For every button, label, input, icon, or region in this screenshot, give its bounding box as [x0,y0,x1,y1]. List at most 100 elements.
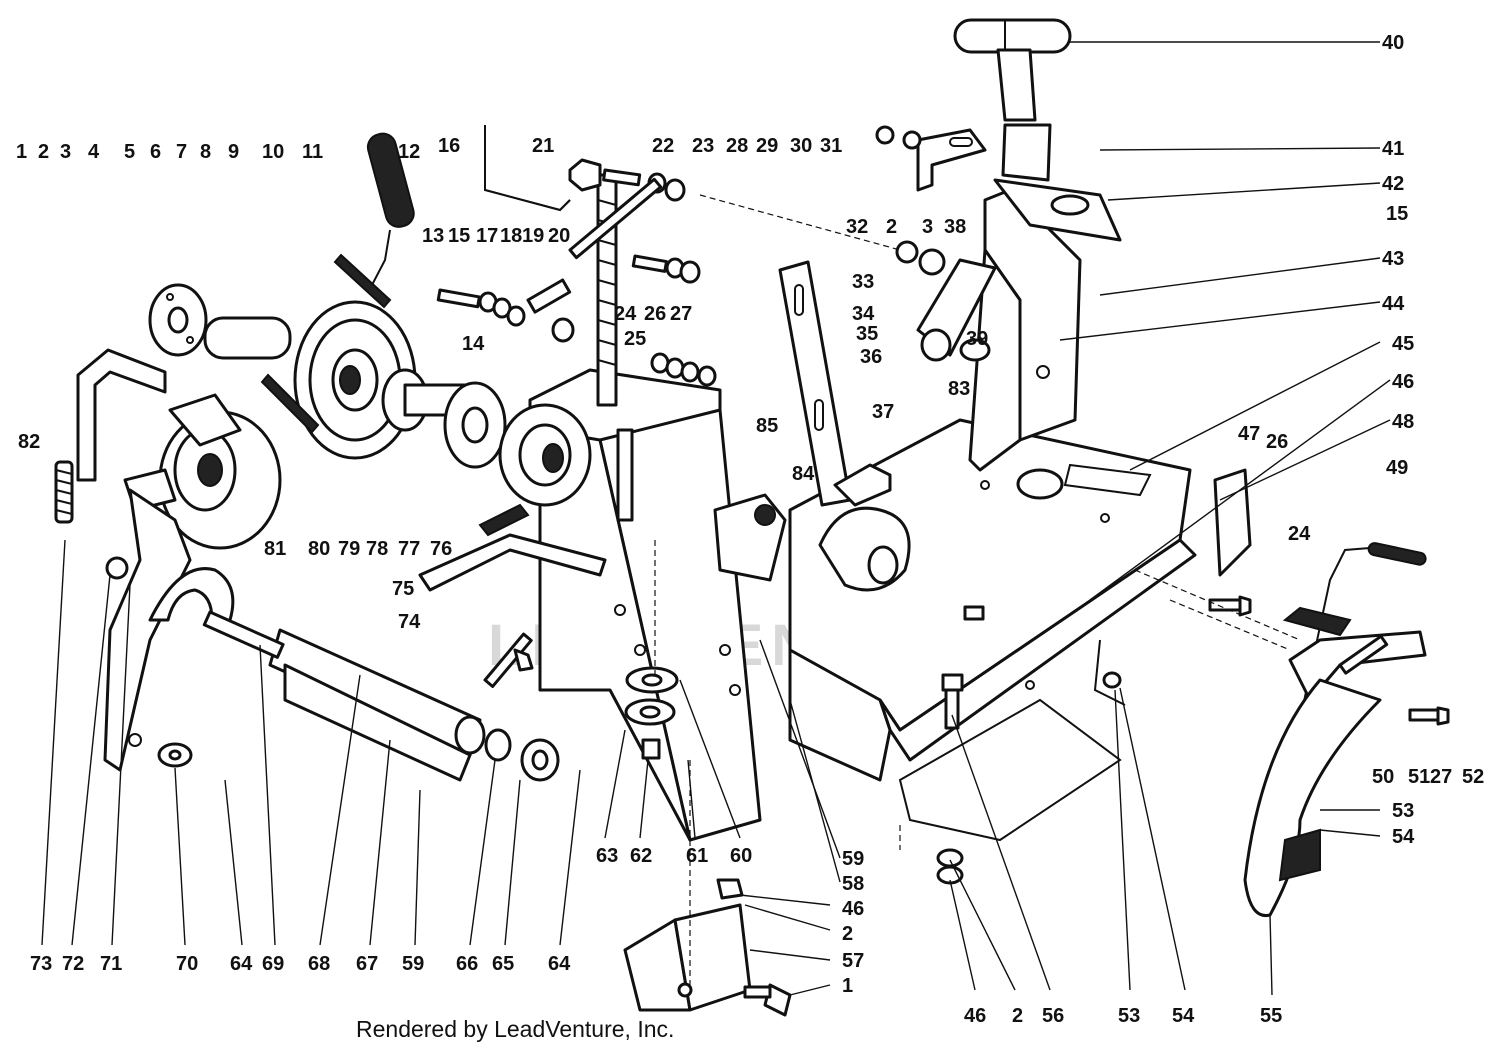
callout-3: 3 [60,141,71,163]
callout-9: 9 [228,141,239,163]
callout-16: 16 [438,135,460,157]
callout-75: 75 [392,578,414,600]
bushing-37 [818,506,911,592]
callout-2: 2 [38,141,49,163]
callout-68: 68 [308,953,330,975]
callout-2-repeat-c: 2 [1012,1005,1023,1027]
slotted-arm [778,260,892,507]
callout-58: 58 [842,873,864,895]
callout-6: 6 [150,141,161,163]
callout-49: 49 [1386,457,1408,479]
callout-71: 71 [100,953,122,975]
shaft-tube [202,610,486,782]
plate-75 [418,503,607,592]
callout-56: 56 [1042,1005,1064,1027]
callout-62: 62 [630,845,652,867]
callout-45: 45 [1392,333,1414,355]
callout-79: 79 [338,538,360,560]
belt-segment [260,253,392,434]
callout-14: 14 [462,333,485,355]
callout-25: 25 [624,328,646,350]
callout-54-repeat: 54 [1392,826,1415,848]
callout-labels: 1 2 3 4 5 6 7 8 9 10 11 12 13 14 15 16 1… [16,32,1484,1027]
callout-2-repeat-b: 2 [842,923,853,945]
callout-47: 47 [1238,423,1260,445]
bracket-48 [1213,468,1252,577]
callout-19: 19 [522,225,544,247]
callout-29: 29 [756,135,778,157]
callout-42: 42 [1382,173,1404,195]
callout-30: 30 [790,135,812,157]
bolt-24-right [1208,595,1252,617]
slider-block [713,493,787,582]
callout-12: 12 [398,141,420,163]
callout-24-repeat: 24 [1288,523,1311,545]
leader-lines [41,41,1391,996]
callout-11: 11 [302,141,323,163]
callout-57: 57 [842,950,864,972]
callout-4: 4 [88,141,100,163]
callout-1-repeat: 1 [842,975,853,997]
callout-24: 24 [614,303,637,325]
callout-2-repeat-a: 2 [886,216,897,238]
callout-46-repeat-b: 46 [964,1005,986,1027]
callout-60: 60 [730,845,752,867]
bracket-57 [623,903,752,1012]
callout-18: 18 [500,225,522,247]
bracket-4 [76,348,167,482]
bolt-56 [941,673,964,730]
callout-26-repeat: 26 [1266,431,1288,453]
callout-77: 77 [398,538,420,560]
callout-85: 85 [756,415,778,437]
callout-41: 41 [1382,138,1404,160]
tower-44 [968,178,1122,472]
callout-63: 63 [596,845,618,867]
callout-70: 70 [176,953,198,975]
callout-13: 13 [422,225,444,247]
callout-78: 78 [366,538,388,560]
callout-59-repeat: 59 [402,953,424,975]
bracket-38 [916,128,987,192]
callout-34: 34 [852,303,875,325]
callout-80: 80 [308,538,330,560]
callout-46: 46 [1392,371,1414,393]
callout-44: 44 [1382,293,1405,315]
callout-5: 5 [124,141,135,163]
spacers-32 [875,125,946,276]
callout-39: 39 [966,328,988,350]
callout-3-repeat: 3 [922,216,933,238]
callout-55: 55 [1260,1005,1282,1027]
callout-20: 20 [548,225,570,247]
callout-67: 67 [356,953,378,975]
callout-69: 69 [262,953,284,975]
callout-21: 21 [532,135,554,157]
washers-60 [624,666,679,760]
callout-37: 37 [872,401,894,423]
rod-53 [1093,639,1126,706]
bolt-51 [1408,706,1450,726]
callout-64: 64 [230,953,253,975]
callout-81: 81 [264,538,286,560]
band-55 [1243,678,1382,918]
callout-53-repeat: 53 [1392,800,1414,822]
callout-59: 59 [842,848,864,870]
callout-40: 40 [1382,32,1404,54]
callout-38: 38 [944,216,966,238]
callout-73: 73 [30,953,52,975]
callout-54: 54 [1172,1005,1195,1027]
flange-plate [148,283,292,360]
callout-50: 50 [1372,766,1394,788]
callout-48: 48 [1392,411,1414,433]
bolts-cluster-top [436,168,717,387]
callout-27: 27 [670,303,692,325]
callout-74: 74 [398,611,421,633]
callout-17: 17 [476,225,498,247]
callout-15: 15 [448,225,470,247]
center-lines [654,194,1301,985]
callout-10: 10 [262,141,284,163]
callout-82: 82 [18,431,40,453]
bolt-74 [483,632,534,688]
callout-51: 51 [1408,766,1430,788]
callout-64-repeat: 64 [548,953,571,975]
